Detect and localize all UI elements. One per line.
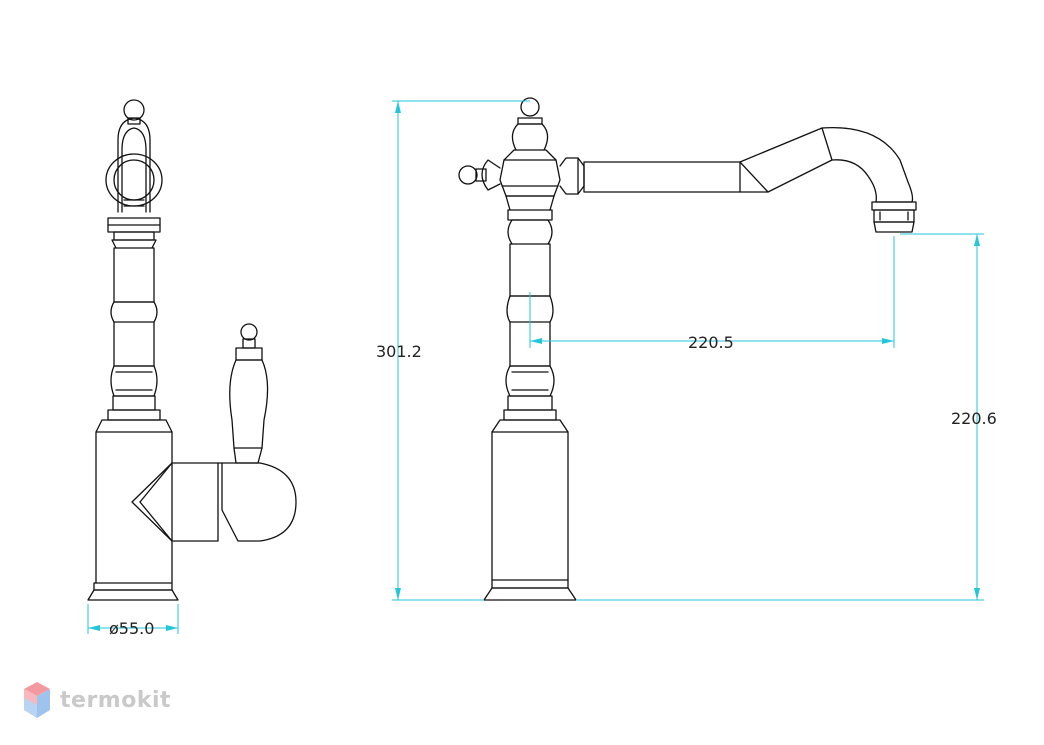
brand-name: termokit [60,687,172,713]
front-bulb [505,365,555,397]
side-base-foot [87,589,179,601]
side-handle-dome [221,462,297,542]
side-bulb [110,365,158,397]
front-left-knob [481,159,501,191]
dim-total-height: 301.2 [376,100,530,601]
front-column-upper [509,243,551,297]
dim-spout-reach: 220.5 [529,236,895,352]
side-collar [107,409,161,421]
front-finial [511,123,549,151]
dim-spout-reach-label: 220.5 [688,333,734,352]
dim-base-diameter-label: ø55.0 [109,619,154,638]
front-body [491,419,569,581]
side-finial [123,99,145,121]
front-base-foot [483,587,577,601]
side-body [95,419,173,584]
side-handle-hub [131,462,219,542]
dim-base-diameter: ø55.0 [87,604,179,638]
dim-spout-height-label: 220.6 [951,409,997,428]
side-column-lower [113,321,155,367]
faucet-side-view [87,99,297,601]
brand-watermark: termokit [22,680,171,720]
faucet-front-view [458,97,917,601]
brand-logo-icon [24,682,50,718]
side-base-ring [93,582,173,591]
dim-spout-height: 220.6 [576,233,997,601]
side-column-upper [113,247,155,303]
front-spout [583,126,914,203]
dim-total-height-label: 301.2 [376,342,422,361]
front-valve-body [499,149,561,197]
front-aerator [871,201,917,211]
